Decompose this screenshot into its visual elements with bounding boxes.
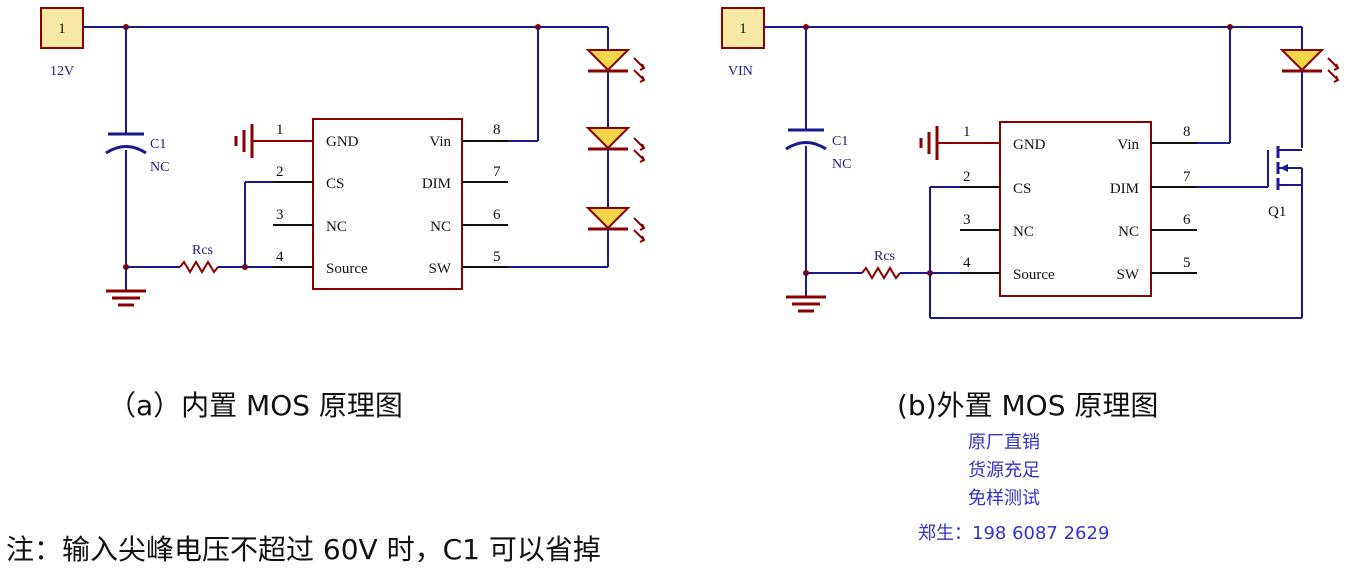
b-ic-body <box>999 121 1152 297</box>
b-pin6-name: NC <box>1118 224 1139 240</box>
b-pin5-name: SW <box>1117 267 1140 283</box>
b-pin7-name: DIM <box>1110 181 1139 197</box>
a-pin2-name: CS <box>326 176 344 192</box>
b-led <box>1279 49 1340 83</box>
a-cap-name: C1 <box>150 137 166 152</box>
a-pin4-name: Source <box>326 261 368 277</box>
promo-line-1: 原厂直销 <box>968 432 1040 453</box>
b-pin4-num: 4 <box>963 255 971 271</box>
b-pin1-num: 1 <box>963 124 971 140</box>
b-res-name: Rcs <box>874 249 895 264</box>
b-capacitor <box>785 128 827 151</box>
a-res-name: Rcs <box>192 243 213 258</box>
a-ground-bottom <box>106 267 146 307</box>
a-pin4-num: 4 <box>276 249 284 265</box>
b-pin1-name: GND <box>1013 137 1046 153</box>
b-pin6-num: 6 <box>1183 212 1191 228</box>
note-text: 注：输入尖峰电压不超过 60V 时，C1 可以省掉 <box>6 533 601 566</box>
b-cap-value: NC <box>832 157 851 172</box>
a-ic-body <box>312 118 463 290</box>
b-pin2-num: 2 <box>963 169 971 185</box>
b-ground-bottom <box>786 273 826 313</box>
a-pin6-num: 6 <box>493 207 501 223</box>
b-mosfet <box>1267 146 1303 190</box>
diagram-b: 1 VIN C1 NC Rcs <box>721 7 1340 319</box>
a-resistor <box>179 260 219 274</box>
caption-b: (b)外置 MOS 原理图 <box>897 389 1159 422</box>
a-pin6-name: NC <box>430 219 451 235</box>
a-source-label: 1 <box>58 21 66 37</box>
a-pin8-num: 8 <box>493 122 501 138</box>
a-led-3 <box>585 207 646 243</box>
a-pin5-name: SW <box>429 261 452 277</box>
b-pin3-name: NC <box>1013 224 1034 240</box>
a-pin8-name: Vin <box>429 134 451 150</box>
b-pin8-name: Vin <box>1117 137 1139 153</box>
b-pin8-num: 8 <box>1183 124 1191 140</box>
a-pin2-num: 2 <box>276 164 284 180</box>
a-led-2 <box>585 127 646 163</box>
a-voltage-label: 12V <box>50 64 74 79</box>
b-source-label: 1 <box>739 21 747 37</box>
b-pin3-num: 3 <box>963 212 971 228</box>
promo-line-3: 免样测试 <box>968 488 1040 509</box>
a-ground-gnd <box>234 124 254 158</box>
promo-contact: 郑生：198 6087 2629 <box>918 523 1110 544</box>
promo-line-2: 货源充足 <box>968 460 1040 481</box>
a-capacitor <box>105 132 147 155</box>
b-voltage-label: VIN <box>728 64 753 79</box>
b-pin7-num: 7 <box>1183 169 1191 185</box>
a-pin7-name: DIM <box>422 176 451 192</box>
caption-a: （a）内置 MOS 原理图 <box>108 389 403 422</box>
b-pin2-name: CS <box>1013 181 1031 197</box>
a-cap-value: NC <box>150 160 169 175</box>
b-mos-name: Q1 <box>1268 204 1286 220</box>
diagram-a: 1 12V C1 NC Rcs <box>40 7 646 307</box>
b-ground-gnd <box>919 126 939 160</box>
a-led-1 <box>585 49 646 83</box>
a-pin7-num: 7 <box>493 164 501 180</box>
b-source-box <box>721 7 765 49</box>
b-pin5-num: 5 <box>1183 255 1191 271</box>
b-cap-name: C1 <box>832 134 848 149</box>
a-pin5-num: 5 <box>493 249 501 265</box>
a-pin1-name: GND <box>326 134 359 150</box>
a-source-box <box>40 7 84 49</box>
a-pin3-num: 3 <box>276 207 284 223</box>
a-pin3-name: NC <box>326 219 347 235</box>
a-pin1-num: 1 <box>276 122 284 138</box>
b-resistor <box>861 266 901 280</box>
b-pin4-name: Source <box>1013 267 1055 283</box>
